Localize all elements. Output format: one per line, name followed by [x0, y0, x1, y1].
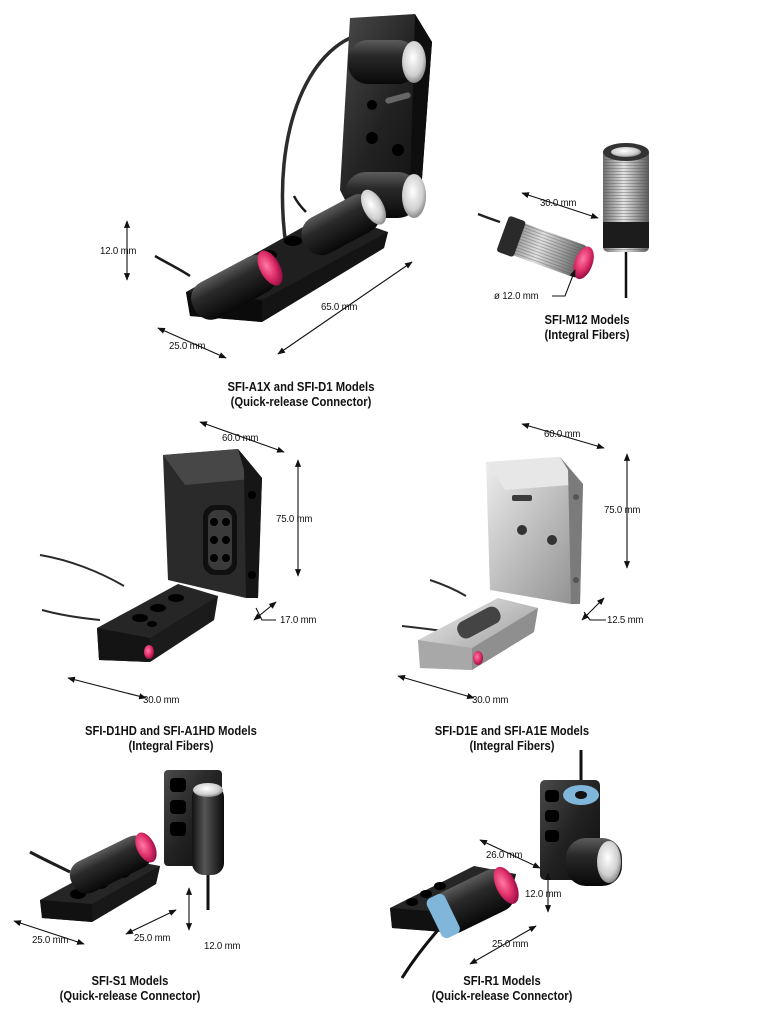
dimension-arrow-base — [397, 674, 475, 700]
dimension-arrow-length — [521, 192, 599, 219]
m12-length-label: 30.0 mm — [540, 197, 577, 209]
pink-lens-icon — [135, 832, 157, 863]
a1x-length-label: 65.0 mm — [321, 301, 358, 313]
d1e-height-label: 75.0 mm — [604, 504, 641, 516]
sfi-d1e-assembly — [397, 422, 631, 700]
s1-width-label: 25.0 mm — [32, 934, 69, 946]
m12-caption-title: SFI-M12 Models — [544, 313, 630, 327]
d1hd-height-label: 75.0 mm — [276, 513, 313, 525]
r1-caption-title: SFI-R1 Models — [463, 974, 541, 988]
a1x-width-label: 25.0 mm — [169, 340, 206, 352]
r1-length-label: 26.0 mm — [486, 849, 523, 861]
m12-diameter-label: ø 12.0 mm — [494, 290, 539, 302]
d1e-caption-subtitle: (Integral Fibers) — [469, 739, 555, 753]
dimension-arrow-length — [479, 839, 541, 869]
dimension-arrow-width — [199, 421, 285, 453]
d1hd-base-label: 30.0 mm — [143, 694, 180, 706]
d1e-base-label: 30.0 mm — [472, 694, 509, 706]
dimension-arrow-base — [67, 676, 147, 700]
d1e-width-label: 60.0 mm — [544, 428, 581, 440]
d1hd-width-label: 60.0 mm — [222, 432, 259, 444]
a1x-caption: SFI-A1X and SFI-D1 Models (Quick-release… — [202, 380, 400, 410]
m12-caption-subtitle: (Integral Fibers) — [544, 328, 630, 342]
r1-caption-subtitle: (Quick-release Connector) — [431, 989, 573, 1003]
dimension-arrow-length — [277, 261, 413, 355]
dimension-arrow-width — [157, 327, 227, 359]
dimension-arrow-width — [469, 925, 537, 965]
d1e-caption: SFI-D1E and SFI-A1E Models (Integral Fib… — [409, 724, 614, 754]
pink-lens-icon — [144, 645, 154, 659]
r1-caption: SFI-R1 Models (Quick-release Connector) — [421, 974, 583, 1004]
s1-length-label: 25.0 mm — [134, 932, 171, 944]
s1-caption: SFI-S1 Models (Quick-release Connector) — [49, 974, 211, 1004]
dimension-arrow-length — [125, 909, 177, 935]
d1hd-depth-label: 17.0 mm — [280, 614, 317, 626]
dimension-arrow-depth — [253, 601, 277, 621]
sfi-m12-assembly — [477, 143, 649, 298]
d1hd-caption-title: SFI-D1HD and SFI-A1HD Models — [85, 724, 257, 738]
d1e-depth-label: 12.5 mm — [607, 614, 644, 626]
m12-caption: SFI-M12 Models (Integral Fibers) — [520, 313, 655, 343]
sfi-r1-assembly — [390, 750, 622, 979]
d1hd-caption-subtitle: (Integral Fibers) — [128, 739, 214, 753]
a1x-caption-subtitle: (Quick-release Connector) — [230, 395, 372, 409]
s1-height-label: 12.0 mm — [204, 940, 241, 952]
sfi-s1-assembly — [13, 770, 224, 945]
d1hd-caption: SFI-D1HD and SFI-A1HD Models (Integral F… — [68, 724, 275, 754]
dimension-arrow-width — [13, 920, 85, 945]
pink-lens-icon — [493, 866, 519, 904]
d1e-caption-title: SFI-D1E and SFI-A1E Models — [434, 724, 590, 738]
pink-lens-icon — [257, 250, 283, 286]
sfi-d1hd-assembly — [39, 421, 302, 700]
sfi-a1x-assembly — [123, 14, 432, 359]
a1x-height-label: 12.0 mm — [100, 245, 137, 257]
pink-lens-icon — [573, 246, 594, 280]
dimension-arrow-diameter — [552, 269, 576, 297]
r1-height-label: 12.0 mm — [525, 888, 562, 900]
dimension-arrow-width — [521, 422, 605, 450]
pink-lens-icon — [473, 651, 483, 665]
s1-caption-subtitle: (Quick-release Connector) — [59, 989, 201, 1003]
dimension-arrow-depth — [581, 597, 605, 621]
a1x-caption-title: SFI-A1X and SFI-D1 Models — [227, 380, 375, 394]
s1-caption-title: SFI-S1 Models — [91, 974, 169, 988]
r1-width-label: 25.0 mm — [492, 938, 529, 950]
